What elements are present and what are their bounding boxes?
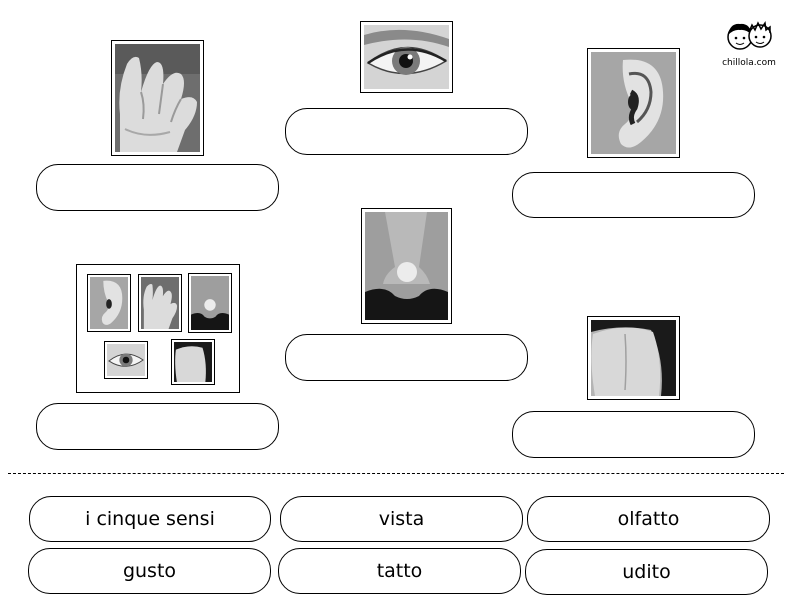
word-card-gusto[interactable]: gusto: [28, 548, 271, 594]
kids-faces-icon: [727, 20, 772, 50]
word-card-i-cinque-sensi[interactable]: i cinque sensi: [29, 496, 271, 542]
nose-icon: [191, 276, 229, 330]
collage-ear: [87, 274, 131, 332]
nose-picture: [361, 208, 452, 324]
ear-picture: [587, 48, 680, 158]
hand-picture: [111, 40, 204, 156]
tongue-icon: [591, 320, 676, 396]
answer-slot-tongue[interactable]: [512, 411, 755, 458]
collage-eye: [104, 341, 148, 379]
word-card-vista[interactable]: vista: [280, 496, 523, 542]
collage-tongue: [171, 339, 215, 385]
collage-hand: [138, 274, 182, 332]
collage-nose: [188, 273, 232, 333]
word-card-tatto[interactable]: tatto: [278, 548, 521, 594]
hand-icon: [115, 44, 200, 152]
answer-slot-hand[interactable]: [36, 164, 279, 211]
logo-text: chillola.com: [722, 58, 776, 68]
ear-icon: [90, 277, 128, 329]
word-card-olfatto[interactable]: olfatto: [527, 496, 770, 542]
eye-icon: [364, 25, 449, 89]
eye-picture: [360, 21, 453, 93]
tongue-icon: [174, 342, 212, 382]
answer-slot-nose[interactable]: [285, 334, 528, 381]
word-card-udito[interactable]: udito: [525, 549, 768, 595]
hand-icon: [141, 277, 179, 329]
cut-line: [8, 473, 784, 474]
answer-slot-collage[interactable]: [36, 403, 279, 450]
tongue-picture: [587, 316, 680, 400]
chillola-logo: chillola.com: [718, 20, 780, 68]
answer-slot-eye[interactable]: [285, 108, 528, 155]
ear-icon: [591, 52, 676, 154]
eye-icon: [107, 344, 145, 376]
answer-slot-ear[interactable]: [512, 172, 755, 218]
five-senses-collage: [76, 264, 240, 393]
nose-icon: [365, 212, 448, 320]
